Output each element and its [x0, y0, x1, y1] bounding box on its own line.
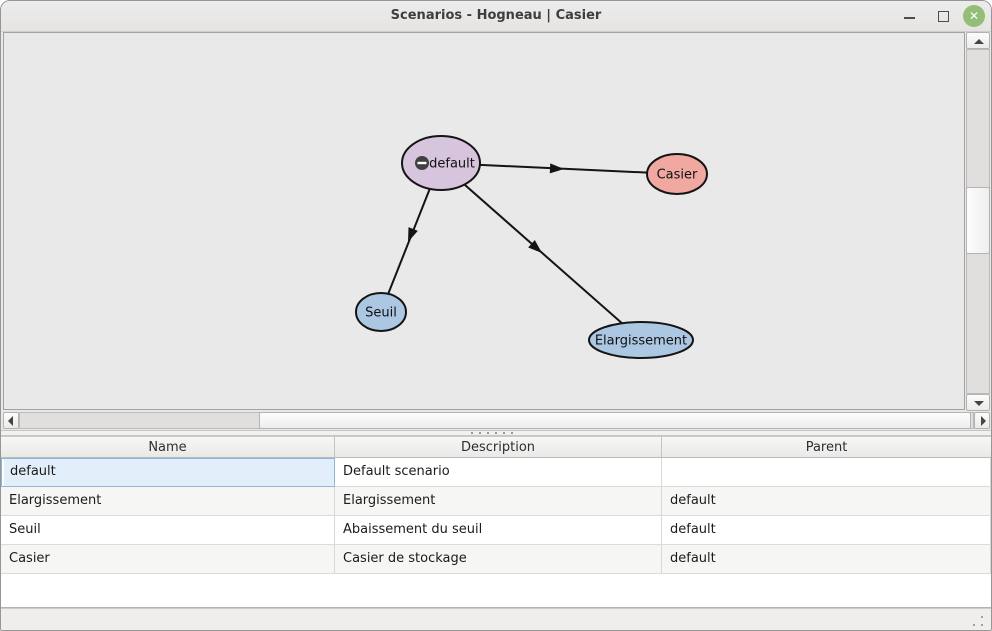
cell-parent[interactable]: default	[662, 487, 991, 516]
title-bar[interactable]: Scenarios - Hogneau | Casier ✕	[1, 1, 991, 32]
cell-name[interactable]: Elargissement	[1, 487, 335, 516]
cell-name[interactable]: Casier	[1, 545, 335, 574]
column-header-name[interactable]: Name	[1, 436, 335, 458]
node-label-casier: Casier	[657, 168, 698, 183]
splitter-grip-icon	[471, 432, 473, 434]
cell-name[interactable]: Seuil	[1, 516, 335, 545]
table-row-default[interactable]: default Default scenario	[1, 458, 991, 487]
table-header-row: Name Description Parent	[1, 436, 991, 458]
vertical-scrollbar-thumb[interactable]	[966, 187, 990, 254]
cell-parent[interactable]: default	[662, 516, 991, 545]
cell-description[interactable]: Abaissement du seuil	[335, 516, 662, 545]
cell-description[interactable]: Default scenario	[335, 458, 662, 487]
arrow-up-icon	[974, 39, 984, 44]
graph-node-elargissement[interactable]: Elargissement	[588, 321, 694, 359]
node-label-elargissement: Elargissement	[595, 334, 687, 349]
arrow-down-icon	[974, 401, 984, 406]
scenario-graph: default Casier Seuil Elargissement	[355, 135, 708, 359]
scenario-table: Name Description Parent default Default …	[1, 436, 991, 608]
maximize-button[interactable]	[938, 11, 949, 22]
close-button[interactable]: ✕	[963, 5, 985, 27]
graph-node-casier[interactable]: Casier	[646, 153, 708, 195]
graph-node-default[interactable]: default	[401, 135, 481, 191]
arrowhead-icon	[549, 163, 564, 174]
table-row-elargissement[interactable]: Elargissement Elargissement default	[1, 487, 991, 516]
arrowhead-icon	[528, 239, 542, 253]
pane-splitter[interactable]	[1, 430, 991, 436]
table-row-seuil[interactable]: Seuil Abaissement du seuil default	[1, 516, 991, 545]
arrow-right-icon	[981, 416, 986, 426]
horizontal-scrollbar-thumb[interactable]	[259, 412, 971, 429]
arrow-left-icon	[8, 416, 13, 426]
resize-grip-icon[interactable]	[973, 624, 975, 626]
close-icon: ✕	[968, 9, 980, 23]
scroll-right-button[interactable]	[974, 412, 990, 429]
table-row-casier[interactable]: Casier Casier de stockage default	[1, 545, 991, 574]
cell-description[interactable]: Elargissement	[335, 487, 662, 516]
minimize-button[interactable]	[904, 17, 915, 19]
scroll-down-button[interactable]	[966, 394, 990, 411]
column-header-parent[interactable]: Parent	[662, 436, 991, 458]
table-empty-area	[1, 574, 991, 608]
scroll-left-button[interactable]	[3, 412, 19, 429]
cell-parent[interactable]: default	[662, 545, 991, 574]
node-label-seuil: Seuil	[365, 306, 397, 321]
scroll-up-button[interactable]	[966, 32, 990, 49]
column-header-description[interactable]: Description	[335, 436, 662, 458]
graph-edges	[380, 162, 678, 341]
node-label-default: default	[429, 157, 475, 172]
scenario-graph-canvas[interactable]: default Casier Seuil Elargissement	[3, 32, 965, 410]
window-title: Scenarios - Hogneau | Casier	[390, 8, 602, 23]
cell-description[interactable]: Casier de stockage	[335, 545, 662, 574]
arrowhead-icon	[408, 227, 418, 242]
cell-parent[interactable]	[662, 458, 991, 487]
cell-name-selected[interactable]: default	[1, 458, 335, 487]
status-bar	[1, 608, 991, 630]
graph-node-seuil[interactable]: Seuil	[355, 292, 407, 332]
